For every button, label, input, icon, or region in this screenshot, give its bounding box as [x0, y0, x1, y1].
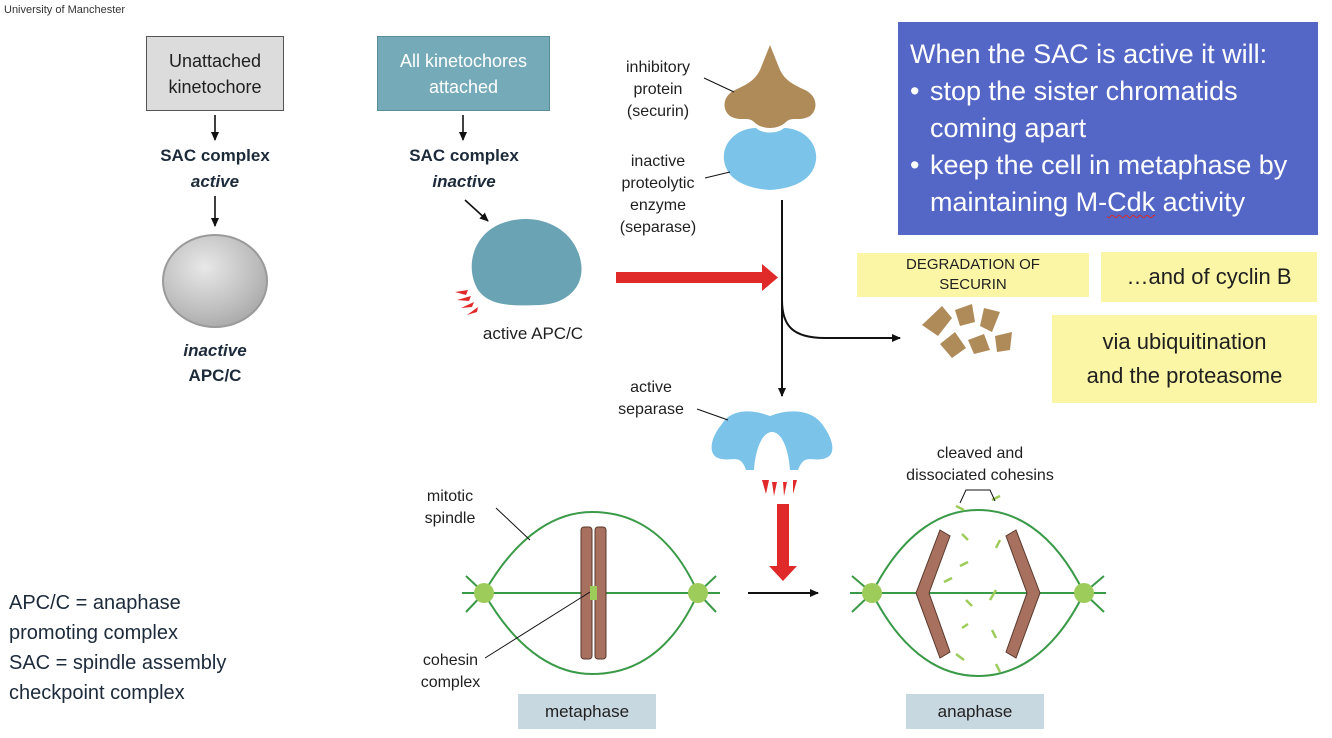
securin-degradation-path [781, 200, 901, 342]
sac-effects-panel: When the SAC is active it will: stop the… [898, 22, 1318, 235]
red-down-shaft [777, 504, 789, 568]
red-arrow-shaft [616, 272, 764, 283]
securin-shape [724, 45, 816, 128]
cohesin-complex-label: cohesin complex [420, 652, 481, 691]
inhibitory-protein-label: inhibitory protein (securin) [625, 59, 691, 120]
cyclin-note: …and of cyclin B [1101, 252, 1317, 302]
mid-sac-state: inactive [432, 172, 496, 191]
anaphase-label: anaphase [906, 694, 1044, 729]
mitotic-spindle-label: mitotic spindle [424, 488, 476, 527]
sac-bullet-1: stop the sister chromatids coming apart [910, 73, 1308, 147]
left-apc-state: inactive [183, 341, 247, 360]
securin-fragments [922, 304, 1012, 358]
anaphase-cell [850, 489, 1106, 678]
arrow-sac-to-active-apc [464, 199, 489, 222]
metaphase-cell [462, 507, 720, 676]
inactive-apc-shape [162, 234, 268, 328]
inactive-separase-label: inactive proteolytic enzyme (separase) [619, 153, 697, 236]
mid-sac-label: SAC complex [409, 146, 519, 165]
sac-panel-title: When the SAC is active it will: [910, 39, 1268, 69]
source-header: University of Manchester [4, 4, 126, 16]
unattached-kinetochore-box: Unattached kinetochore [146, 36, 284, 111]
red-arrow-head [762, 264, 778, 291]
sac-bullet-2: keep the cell in metaphase by maintainin… [910, 147, 1308, 221]
active-apc-shape [471, 219, 582, 306]
left-apc-label: APC/C [188, 366, 242, 385]
abbreviation-definitions: APC/C = anaphase promoting complex SAC =… [9, 592, 227, 704]
active-separase-label: active separase [618, 379, 684, 418]
left-sac-label: SAC complex [160, 146, 270, 165]
apc-active-spikes [455, 290, 478, 315]
left-sac-state: active [190, 172, 240, 191]
degradation-note: DEGRADATION OF SECURIN [857, 253, 1089, 297]
active-separase-shape [711, 411, 833, 470]
ubiquitin-note: via ubiquitination and the proteasome [1052, 315, 1317, 403]
all-attached-box: All kinetochores attached [377, 36, 550, 111]
red-down-head [769, 566, 797, 581]
active-apc-label: active APC/C [482, 324, 584, 343]
separase-active-spikes [762, 480, 797, 496]
inactive-separase-shape [723, 128, 817, 190]
metaphase-label: metaphase [518, 694, 656, 729]
cleaved-cohesins-label: cleaved and dissociated cohesins [906, 445, 1054, 484]
